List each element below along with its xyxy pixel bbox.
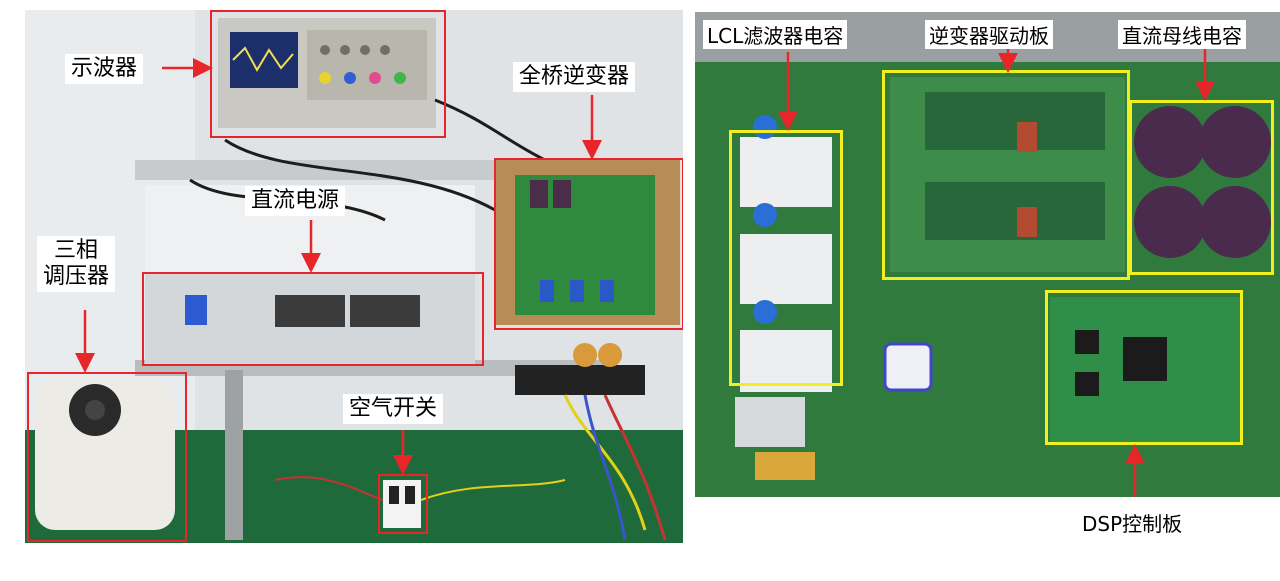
dc-bus-capacitor-label: 直流母线电容 [1118,20,1246,49]
test-bench-photo: 示波器 直流电源 三相 调压器 全桥逆变器 空气开关 [25,10,683,543]
dc-power-supply-label: 直流电源 [245,186,346,216]
dsp-control-board-box [1045,290,1243,445]
inverter-driver-board-label: 逆变器驱动板 [925,20,1053,49]
lcl-filter-capacitor-box [729,130,843,386]
full-bridge-inverter-label: 全桥逆变器 [513,62,636,92]
oscilloscope-label: 示波器 [65,54,144,84]
dc-power-supply-box [142,272,484,366]
pcb-annotation-arrows [778,46,1215,497]
air-switch-label: 空气开关 [343,394,444,424]
dsp-control-board-label: DSP控制板 [1082,512,1183,536]
annotation-arrows [75,58,602,475]
three-phase-regulator-label: 三相 调压器 [37,236,116,292]
air-switch-box [378,474,428,534]
dc-bus-capacitor-box [1129,100,1274,275]
lcl-filter-capacitor-label: LCL滤波器电容 [703,20,848,49]
inverter-pcb-photo [695,12,1280,497]
three-phase-regulator-box [27,372,187,542]
